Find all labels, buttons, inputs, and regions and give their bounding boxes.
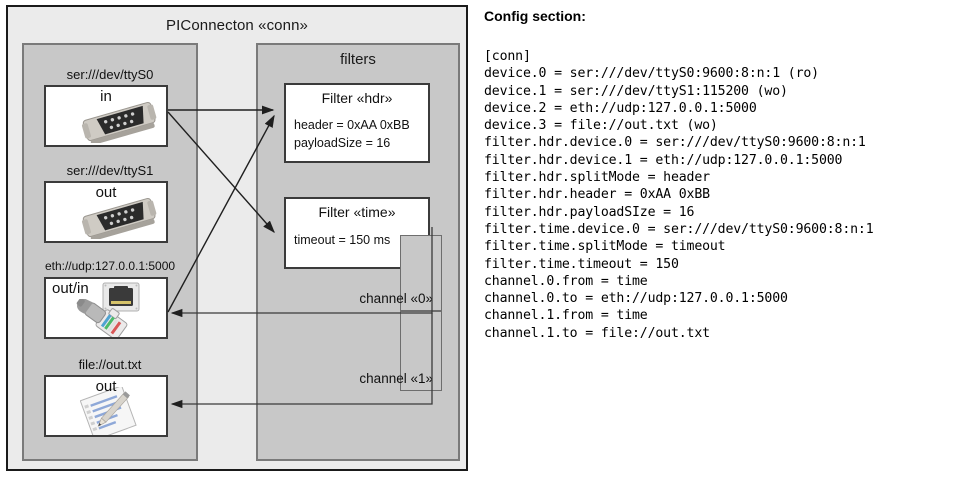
config-line: filter.hdr.device.1 = eth://udp:127.0.0.… [484,152,843,168]
config-line: filter.time.device.0 = ser:///dev/ttyS0:… [484,221,874,237]
filters-panel: filters Filter «hdr» header = 0xAA 0xBB … [256,43,460,461]
filter-property: payloadSize = 16 [294,136,391,150]
config-section: Config section: [conn] device.0 = ser:///… [478,0,964,484]
device-label: eth://udp:127.0.0.1:5000 [44,259,176,273]
config-line: filter.hdr.header = 0xAA 0xBB [484,187,710,203]
config-line: device.0 = ser:///dev/ttyS0:9600:8:n:1 (… [484,66,819,82]
serial-db9-icon [81,101,157,143]
device-direction: out [95,378,117,395]
ethernet-plug-icon [76,299,128,337]
device-label: ser:///dev/ttyS1 [66,163,154,178]
device-box[interactable]: out/in [44,277,168,339]
filter-title: Filter «hdr» [321,90,393,106]
device-box[interactable]: out [44,375,168,437]
config-text-block: [conn] device.0 = ser:///dev/ttyS0:9600:8… [484,48,874,342]
config-line: channel.1.to = file://out.txt [484,325,710,341]
filter-card-hdr[interactable]: Filter «hdr» header = 0xAA 0xBB payloadS… [284,83,430,163]
ethernet-rj45-icon [102,282,140,312]
config-line: filter.hdr.splitMode = header [484,170,710,186]
diagram-title: PIConnecton «conn» [166,17,308,34]
channel-label: channel «0» [359,291,433,306]
filters-panel-title: filters [340,51,376,68]
config-line: filter.time.splitMode = timeout [484,239,726,255]
config-line: channel.0.from = time [484,273,648,289]
channel-label: channel «1» [359,371,433,386]
config-line: channel.0.to = eth://udp:127.0.0.1:5000 [484,291,788,307]
device-direction: in [100,88,112,105]
text-file-icon [80,387,137,435]
device-direction: out/in [52,280,89,297]
serial-db9-icon [81,197,157,239]
filter-title: Filter «time» [318,204,396,220]
config-heading: Config section: [484,8,586,24]
architecture-diagram: PIConnecton «conn» ser:///dev/ttyS0 in [0,0,478,484]
channel-box-1[interactable]: channel «1» [359,311,442,391]
device-direction: out [95,184,117,201]
config-line: [conn] [484,49,531,64]
config-line: device.2 = eth://udp:127.0.0.1:5000 [484,100,757,116]
config-line: device.1 = ser:///dev/ttyS1:115200 (wo) [484,83,788,99]
channel-box-0[interactable]: channel «0» [359,235,442,311]
devices-panel: ser:///dev/ttyS0 in [22,43,198,461]
device-box[interactable]: out [44,181,168,243]
device-box[interactable]: in [44,85,168,147]
config-line: filter.hdr.payloadSIze = 16 [484,204,695,220]
config-line: channel.1.from = time [484,308,648,324]
filter-property: header = 0xAA 0xBB [294,118,410,132]
connector-outer-frame: PIConnecton «conn» ser:///dev/ttyS0 in [6,5,468,471]
config-line: filter.time.timeout = 150 [484,256,679,272]
device-label: file://out.txt [78,357,142,372]
config-line: filter.hdr.device.0 = ser:///dev/ttyS0:9… [484,135,866,151]
filter-property: timeout = 150 ms [294,233,391,247]
device-label: ser:///dev/ttyS0 [66,67,154,82]
config-line: device.3 = file://out.txt (wo) [484,118,718,134]
